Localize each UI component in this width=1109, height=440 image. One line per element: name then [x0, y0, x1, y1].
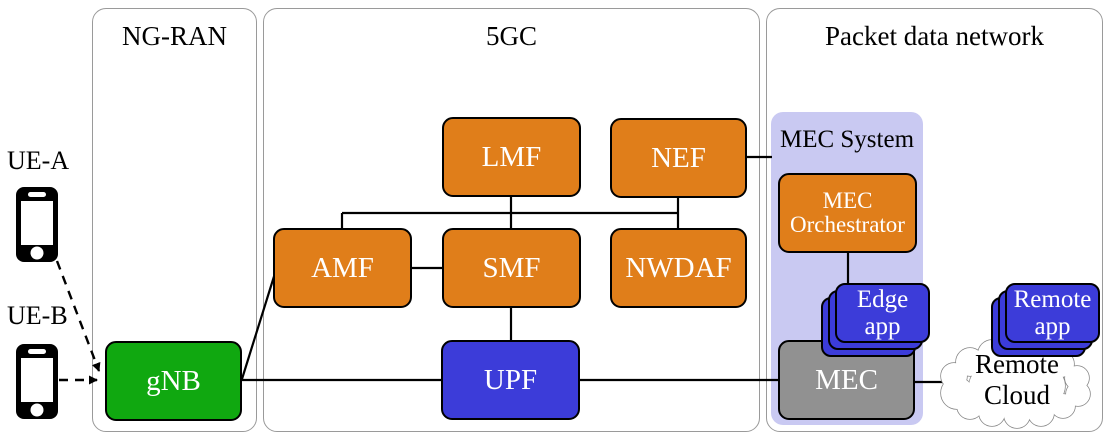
node-lmf-label: LMF	[481, 140, 542, 173]
node-remote-app: Remote app	[1005, 283, 1100, 343]
ue-a-label: UE-A	[7, 146, 70, 175]
panel-title-packet-data-network: Packet data network	[825, 21, 1044, 51]
node-gnb: gNB	[105, 341, 242, 421]
node-gnb-label: gNB	[146, 364, 201, 397]
ue-b-smartphone-icon	[16, 344, 58, 419]
remote-cloud-label: Remote Cloud	[975, 349, 1059, 411]
panel-title-ng-ran: NG-RAN	[122, 21, 227, 51]
node-remote-app-stack: Remote app	[991, 283, 1100, 357]
ue-b-label: UE-B	[7, 301, 68, 330]
ue-a-smartphone-icon	[16, 187, 58, 262]
node-mec-orchestrator-label: MEC Orchestrator	[790, 188, 905, 237]
mec-system-label: MEC System	[779, 126, 915, 153]
node-amf-label: AMF	[311, 251, 374, 284]
panel-title-5gc: 5GC	[485, 21, 537, 51]
node-upf: UPF	[441, 340, 580, 420]
node-nwdaf-label: NWDAF	[625, 251, 732, 284]
node-amf: AMF	[273, 228, 412, 308]
node-upf-label: UPF	[483, 363, 538, 396]
node-nef-label: NEF	[651, 141, 706, 174]
cloud-icon	[940, 336, 1091, 429]
node-mec-orchestrator: MEC Orchestrator	[778, 173, 917, 253]
node-edge-app-stack: Edge app	[821, 283, 930, 357]
node-mec-label: MEC	[815, 363, 878, 396]
node-lmf: LMF	[442, 117, 581, 197]
node-edge-app: Edge app	[835, 283, 930, 343]
node-smf: SMF	[442, 228, 581, 308]
node-nwdaf: NWDAF	[610, 228, 747, 308]
node-smf-label: SMF	[482, 251, 541, 284]
node-nef: NEF	[610, 118, 747, 198]
